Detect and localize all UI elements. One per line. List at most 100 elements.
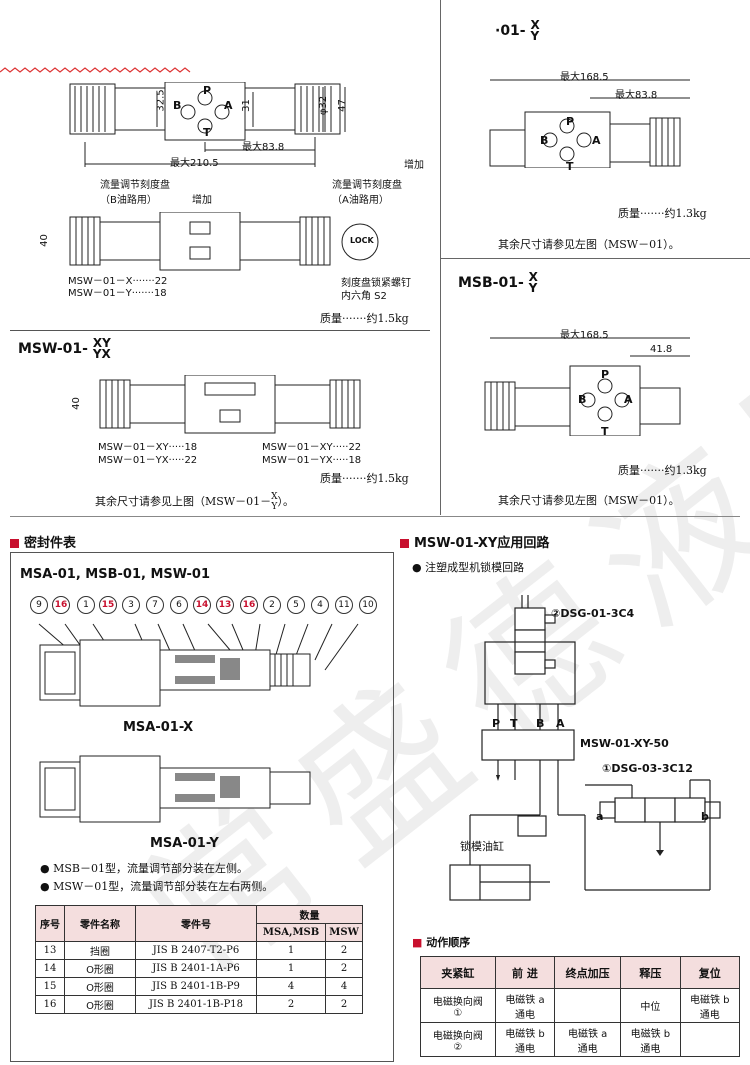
msw-xy-r1: MSW－01－XY·····22 <box>262 442 362 453</box>
msw-xy-mass: 质量·······约1.5kg <box>320 472 409 485</box>
th-name: 零件名称 <box>64 905 136 942</box>
circ-port-t: T <box>510 717 518 730</box>
seq-header: 终点加压 <box>554 956 622 989</box>
seal-frame <box>10 552 394 1062</box>
cell-msw: 4 <box>325 977 363 996</box>
msw01-front-view <box>69 212 379 271</box>
msb-41-8: 41.8 <box>650 344 673 355</box>
port-p: P <box>203 84 212 97</box>
cell-msa: 4 <box>255 977 327 996</box>
right-divider <box>440 0 441 515</box>
msw01-frame <box>10 80 430 331</box>
msw-xy-view <box>99 375 361 434</box>
part-balloon: 15 <box>99 596 117 614</box>
msw01-top-view <box>69 82 346 167</box>
part-balloon: 16 <box>52 596 70 614</box>
right-mid-divider <box>440 258 750 259</box>
port-t: T <box>203 126 211 139</box>
flow-dial-b: 流量调节刻度盘（B油路用） <box>100 180 170 206</box>
part-balloon: 13 <box>216 596 234 614</box>
cell-part: JIS B 2401-1B-P9 <box>135 977 257 996</box>
valve2-label: ②DSG-01-3C4 <box>551 607 635 620</box>
port-b: B <box>173 99 182 112</box>
msb-note: 其余尺寸请参见左图（MSW－01）。 <box>498 494 680 507</box>
top-section-bottom-rule <box>10 516 740 517</box>
circuit-section-title: MSW-01-XY应用回路 <box>400 532 549 551</box>
circ-port-p: P <box>492 717 501 730</box>
msw-xy-r2: MSW－01－YX·····18 <box>262 455 362 466</box>
hydraulic-circuit <box>449 595 721 901</box>
increase-label-1: 增加 <box>192 195 212 206</box>
seq-header: 夹紧缸 <box>420 956 496 989</box>
cell-msa: 1 <box>255 941 327 960</box>
rt-port-a: A <box>592 134 601 147</box>
dim-40-left: 40 <box>38 234 50 247</box>
msa-x-label: MSA-01-X <box>123 720 194 735</box>
msb-port-p: P <box>601 368 610 381</box>
cell-name: 挡圈 <box>64 941 136 960</box>
msa-y-label: MSA-01-Y <box>150 836 219 851</box>
rt-port-b: B <box>540 134 549 147</box>
msa-y-section <box>39 755 311 823</box>
seq-cell <box>554 988 622 1023</box>
msb-mass: 质量·······约1.3kg <box>618 464 707 477</box>
right-top-note: 其余尺寸请参见左图（MSW－01）。 <box>498 238 680 251</box>
th-qty: 数量 <box>256 905 363 924</box>
part-balloon: 14 <box>193 596 211 614</box>
msw-xy-l2: MSW－01－YX·····22 <box>98 455 198 466</box>
seal-section-title: 密封件表 <box>10 532 76 551</box>
sequence-title: ■ 动作顺序 <box>412 936 471 949</box>
hex-label: 内六角 S2 <box>341 291 387 302</box>
part-balloon: 11 <box>335 596 353 614</box>
dim-max-83-8: 最大83.8 <box>242 142 285 153</box>
dim-32-5: 32.5 <box>155 89 167 112</box>
right-top-max838: 最大83.8 <box>615 90 658 101</box>
lock-label: LOCK <box>350 236 374 245</box>
circuit-subtitle: ● 注塑成型机锁模回路 <box>412 561 525 574</box>
seq-cell: 中位 <box>620 988 681 1023</box>
increase-label-2: 增加 <box>404 160 424 171</box>
cell-no: 13 <box>35 941 65 960</box>
seq-header: 前 进 <box>494 956 556 989</box>
circ-port-a: A <box>556 717 565 730</box>
part-balloon: 9 <box>30 596 48 614</box>
cell-msw: 2 <box>325 995 363 1014</box>
cell-msa: 1 <box>255 959 327 978</box>
seal-note-1: ● MSB－01型，流量调节部分装在左侧。 <box>40 862 248 875</box>
cell-name: O形圈 <box>64 959 136 978</box>
seal-models: MSA-01, MSB-01, MSW-01 <box>20 567 211 582</box>
msw-xy-dim-40: 40 <box>70 397 82 410</box>
msb-port-a: A <box>624 393 633 406</box>
right-top-view <box>489 79 690 168</box>
rt-port-p: P <box>566 115 575 128</box>
th-msw: MSW <box>325 923 363 942</box>
rt-port-t: T <box>566 160 574 173</box>
msw01-mass: 质量·······约1.5kg <box>320 312 409 325</box>
cell-no: 16 <box>35 995 65 1014</box>
cell-name: O形圈 <box>64 995 136 1014</box>
dim-47: 47 <box>336 99 348 112</box>
part-balloon: 5 <box>287 596 305 614</box>
sol-b-label: b <box>701 810 709 823</box>
msb-max1685: 最大168.5 <box>560 330 609 341</box>
msb-port-t: T <box>601 425 609 438</box>
port-a: A <box>224 99 233 112</box>
cell-msw: 2 <box>325 959 363 978</box>
dim-max-210-5: 最大210.5 <box>170 158 219 169</box>
seq-cell <box>679 1022 741 1057</box>
seq-header: 释压 <box>620 956 681 989</box>
cell-part: JIS B 2407-T2-P6 <box>135 941 257 960</box>
msb-view <box>484 337 690 436</box>
